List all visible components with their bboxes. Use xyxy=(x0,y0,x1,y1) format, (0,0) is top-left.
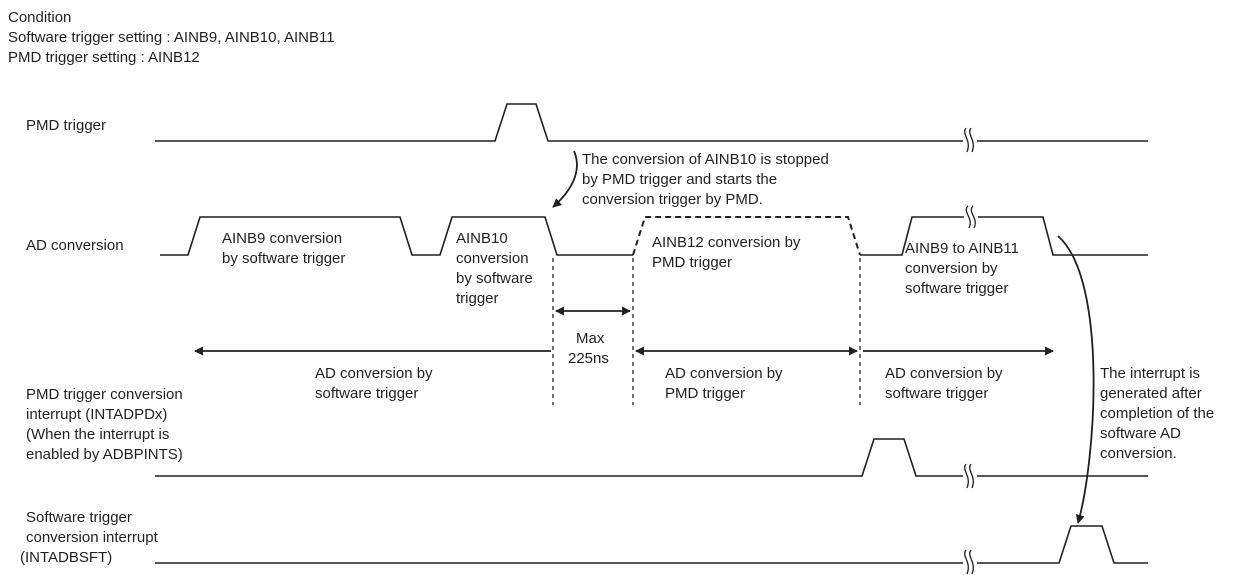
pmd-period-label-line-2: PMD trigger xyxy=(665,385,745,402)
ainb10-pulse-label-4: trigger xyxy=(456,290,499,307)
ainb10-pulse-label-1: AINB10 xyxy=(456,230,508,247)
pmd-period-label-line-1: AD conversion by xyxy=(665,365,783,382)
pmd-interrupt-label-2: interrupt (INTADPDx) xyxy=(26,406,167,423)
ainb10-pulse-label-3: by software xyxy=(456,270,533,287)
sw-interrupt-label-2: conversion interrupt xyxy=(26,529,159,546)
stop-note-line-1: The conversion of AINB10 is stopped xyxy=(582,151,829,168)
sw-period-label-2-line-1: AD conversion by xyxy=(885,365,1003,382)
ainb9-11-pulse-label-2: conversion by xyxy=(905,260,998,277)
sw-interrupt-waveform xyxy=(155,525,1148,564)
pmd-interrupt-label-4: enabled by ADBPINTS) xyxy=(26,446,183,463)
sw-period-label-1-line-2: software trigger xyxy=(315,385,418,402)
ainb9-pulse-label-1: AINB9 conversion xyxy=(222,230,342,247)
ainb12-dashed-pulse xyxy=(632,216,861,256)
pmd-trigger-waveform xyxy=(155,103,1148,142)
pmd-interrupt-waveform xyxy=(155,438,1148,477)
ad-conversion-waveform xyxy=(160,216,633,256)
ainb9-pulse-label-2: by software trigger xyxy=(222,250,345,267)
interrupt-note-line-5: conversion. xyxy=(1100,445,1177,462)
pmd-trigger-label: PMD trigger xyxy=(26,117,106,134)
pmd-trigger-setting: PMD trigger setting : AINB12 xyxy=(8,49,200,66)
ainb12-pulse-label-2: PMD trigger xyxy=(652,254,732,271)
sw-period-label-2-line-2: software trigger xyxy=(885,385,988,402)
stop-note-line-2: by PMD trigger and starts the xyxy=(582,171,777,188)
pmd-interrupt-label-3: (When the interrupt is xyxy=(26,426,169,443)
ainb9-11-pulse-label-1: AINB9 to AINB11 xyxy=(905,240,1019,257)
pmd-interrupt-label-1: PMD trigger conversion xyxy=(26,386,183,403)
max-delay-label-2: 225ns xyxy=(568,350,609,367)
ainb12-pulse-label-1: AINB12 conversion by xyxy=(652,234,801,251)
ad-conversion-label: AD conversion xyxy=(26,237,124,254)
max-delay-label-1: Max xyxy=(576,330,605,347)
software-trigger-setting: Software trigger setting : AINB9, AINB10… xyxy=(8,29,335,46)
condition-title: Condition xyxy=(8,9,71,26)
interrupt-note-line-2: generated after xyxy=(1100,385,1202,402)
stop-note-line-3: conversion trigger by PMD. xyxy=(582,191,763,208)
interrupt-arrow xyxy=(1057,235,1095,524)
interrupt-note-line-3: completion of the xyxy=(1100,405,1214,422)
sw-interrupt-label-1: Software trigger xyxy=(26,509,132,526)
interrupt-note-line-1: The interrupt is xyxy=(1100,365,1200,382)
interrupt-note-line-4: software AD xyxy=(1100,425,1181,442)
sw-interrupt-label-3: (INTADBSFT) xyxy=(20,549,112,566)
stop-arrow xyxy=(552,150,578,208)
sw-period-label-1-line-1: AD conversion by xyxy=(315,365,433,382)
ainb10-pulse-label-2: conversion xyxy=(456,250,529,267)
ainb9-11-pulse-label-3: software trigger xyxy=(905,280,1008,297)
